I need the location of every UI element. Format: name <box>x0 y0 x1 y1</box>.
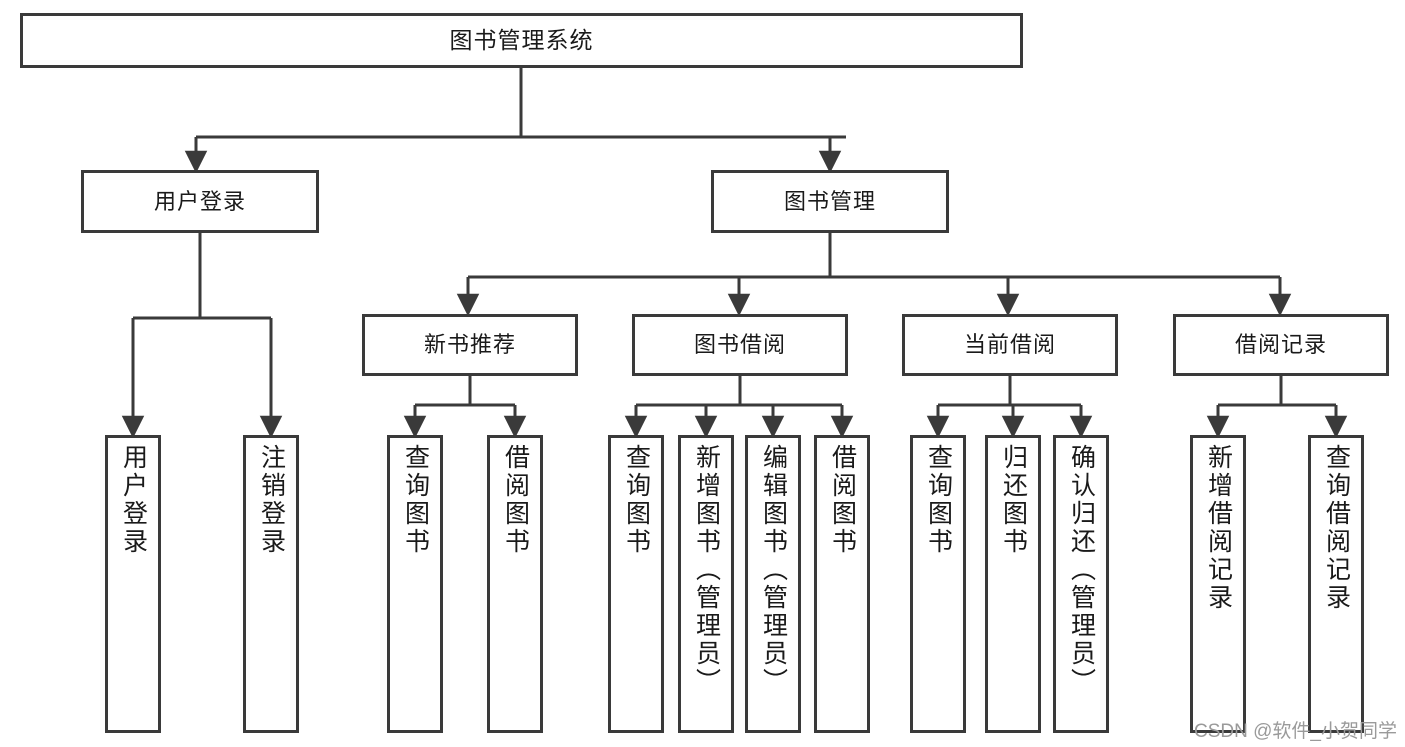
node-user-login[interactable]: 用户登录 <box>81 170 319 233</box>
node-root[interactable]: 图书管理系统 <box>20 13 1023 68</box>
node-leaf-query-book-3-label: 查询图书 <box>924 444 953 556</box>
node-leaf-return-book-label: 归还图书 <box>999 444 1028 556</box>
node-leaf-query-book-3[interactable]: 查询图书 <box>910 435 966 733</box>
csdn-watermark: CSDN @软件_小贺同学 <box>1194 721 1397 742</box>
node-leaf-borrow-book-1[interactable]: 借阅图书 <box>487 435 543 733</box>
node-leaf-query-borrow-record[interactable]: 查询借阅记录 <box>1308 435 1364 733</box>
node-leaf-add-borrow-record[interactable]: 新增借阅记录 <box>1190 435 1246 733</box>
node-leaf-borrow-book-2-label: 借阅图书 <box>828 444 857 556</box>
node-leaf-add-book-admin-label: 新增图书（管理员） <box>692 444 721 696</box>
node-leaf-query-book-1-label: 查询图书 <box>401 444 430 556</box>
node-leaf-confirm-return-admin-label: 确认归还（管理员） <box>1067 444 1096 696</box>
node-borrow-record[interactable]: 借阅记录 <box>1173 314 1389 376</box>
node-leaf-logout[interactable]: 注销登录 <box>243 435 299 733</box>
node-leaf-confirm-return-admin[interactable]: 确认归还（管理员） <box>1053 435 1109 733</box>
node-leaf-add-borrow-record-label: 新增借阅记录 <box>1204 444 1233 612</box>
node-book-manage-label: 图书管理 <box>783 188 876 214</box>
node-new-book-recommend[interactable]: 新书推荐 <box>362 314 578 376</box>
node-leaf-borrow-book-1-label: 借阅图书 <box>501 444 530 556</box>
node-root-label: 图书管理系统 <box>449 27 594 54</box>
node-leaf-query-book-2[interactable]: 查询图书 <box>608 435 664 733</box>
node-leaf-query-borrow-record-label: 查询借阅记录 <box>1322 444 1351 612</box>
node-user-login-label: 用户登录 <box>153 188 246 214</box>
node-book-borrow[interactable]: 图书借阅 <box>632 314 848 376</box>
node-leaf-query-book-2-label: 查询图书 <box>622 444 651 556</box>
node-book-borrow-label: 图书借阅 <box>693 332 786 358</box>
node-leaf-logout-label: 注销登录 <box>257 444 286 556</box>
node-leaf-user-login-label: 用户登录 <box>119 444 148 556</box>
node-leaf-user-login[interactable]: 用户登录 <box>105 435 161 733</box>
node-leaf-edit-book-admin-label: 编辑图书（管理员） <box>759 444 788 696</box>
node-current-borrow[interactable]: 当前借阅 <box>902 314 1118 376</box>
node-current-borrow-label: 当前借阅 <box>963 332 1056 358</box>
node-new-book-recommend-label: 新书推荐 <box>423 332 516 358</box>
node-leaf-query-book-1[interactable]: 查询图书 <box>387 435 443 733</box>
node-book-manage[interactable]: 图书管理 <box>711 170 949 233</box>
node-borrow-record-label: 借阅记录 <box>1234 332 1327 358</box>
node-leaf-borrow-book-2[interactable]: 借阅图书 <box>814 435 870 733</box>
node-leaf-edit-book-admin[interactable]: 编辑图书（管理员） <box>745 435 801 733</box>
node-leaf-add-book-admin[interactable]: 新增图书（管理员） <box>678 435 734 733</box>
node-leaf-return-book[interactable]: 归还图书 <box>985 435 1041 733</box>
